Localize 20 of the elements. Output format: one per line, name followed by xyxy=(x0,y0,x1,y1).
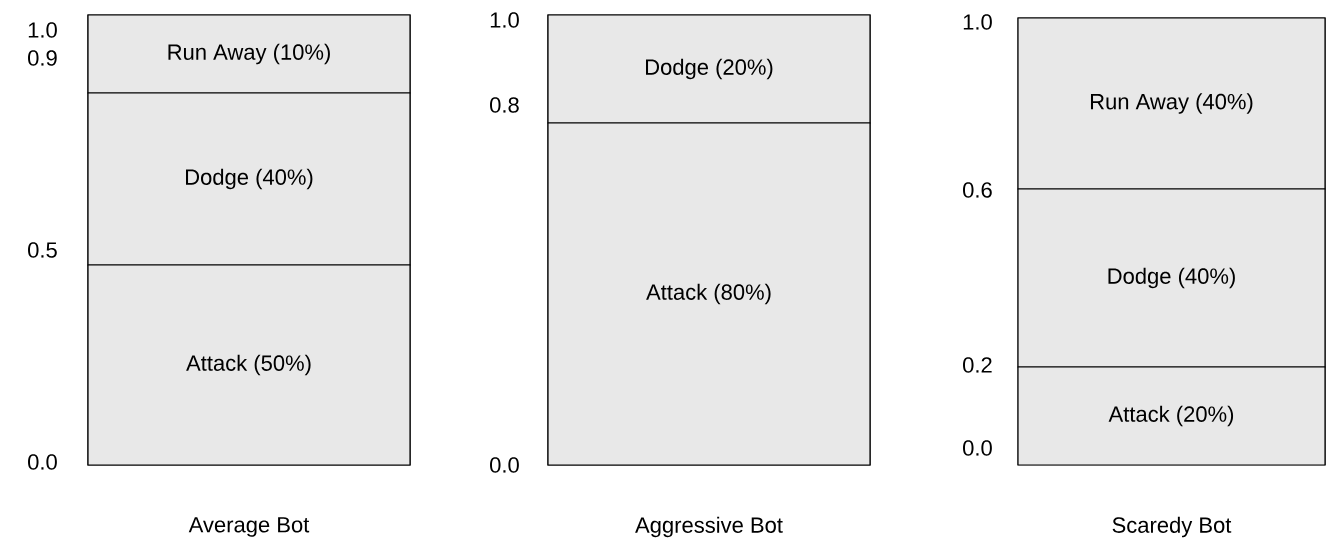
bar-segment: Attack (20%) xyxy=(1017,366,1326,466)
tick-label: 0.0 xyxy=(490,457,519,473)
tick-label: 1.0 xyxy=(28,22,57,38)
bar-segment: Attack (50%) xyxy=(87,264,411,466)
tick-label: 0.2 xyxy=(963,357,992,373)
tick-label: 0.6 xyxy=(963,182,992,198)
bar-segment: Dodge (40%) xyxy=(1017,188,1326,368)
tick-label: 0.0 xyxy=(963,440,992,456)
tick-label: 0.8 xyxy=(490,97,519,113)
bar-segment: Dodge (20%) xyxy=(547,14,871,124)
tick-label: 0.0 xyxy=(28,454,57,470)
tick-label: 0.5 xyxy=(28,242,57,258)
bar-segment: Run Away (40%) xyxy=(1017,17,1326,190)
bar-caption: Average Bot xyxy=(188,517,310,537)
tick-label: 0.9 xyxy=(28,50,57,66)
tick-label: 1.0 xyxy=(963,14,992,30)
bar-segment: Run Away (10%) xyxy=(87,14,411,94)
bar-caption: Scaredy Bot xyxy=(1112,516,1232,538)
bar-caption: Aggressive Bot xyxy=(635,516,783,538)
tick-label: 1.0 xyxy=(490,12,519,28)
